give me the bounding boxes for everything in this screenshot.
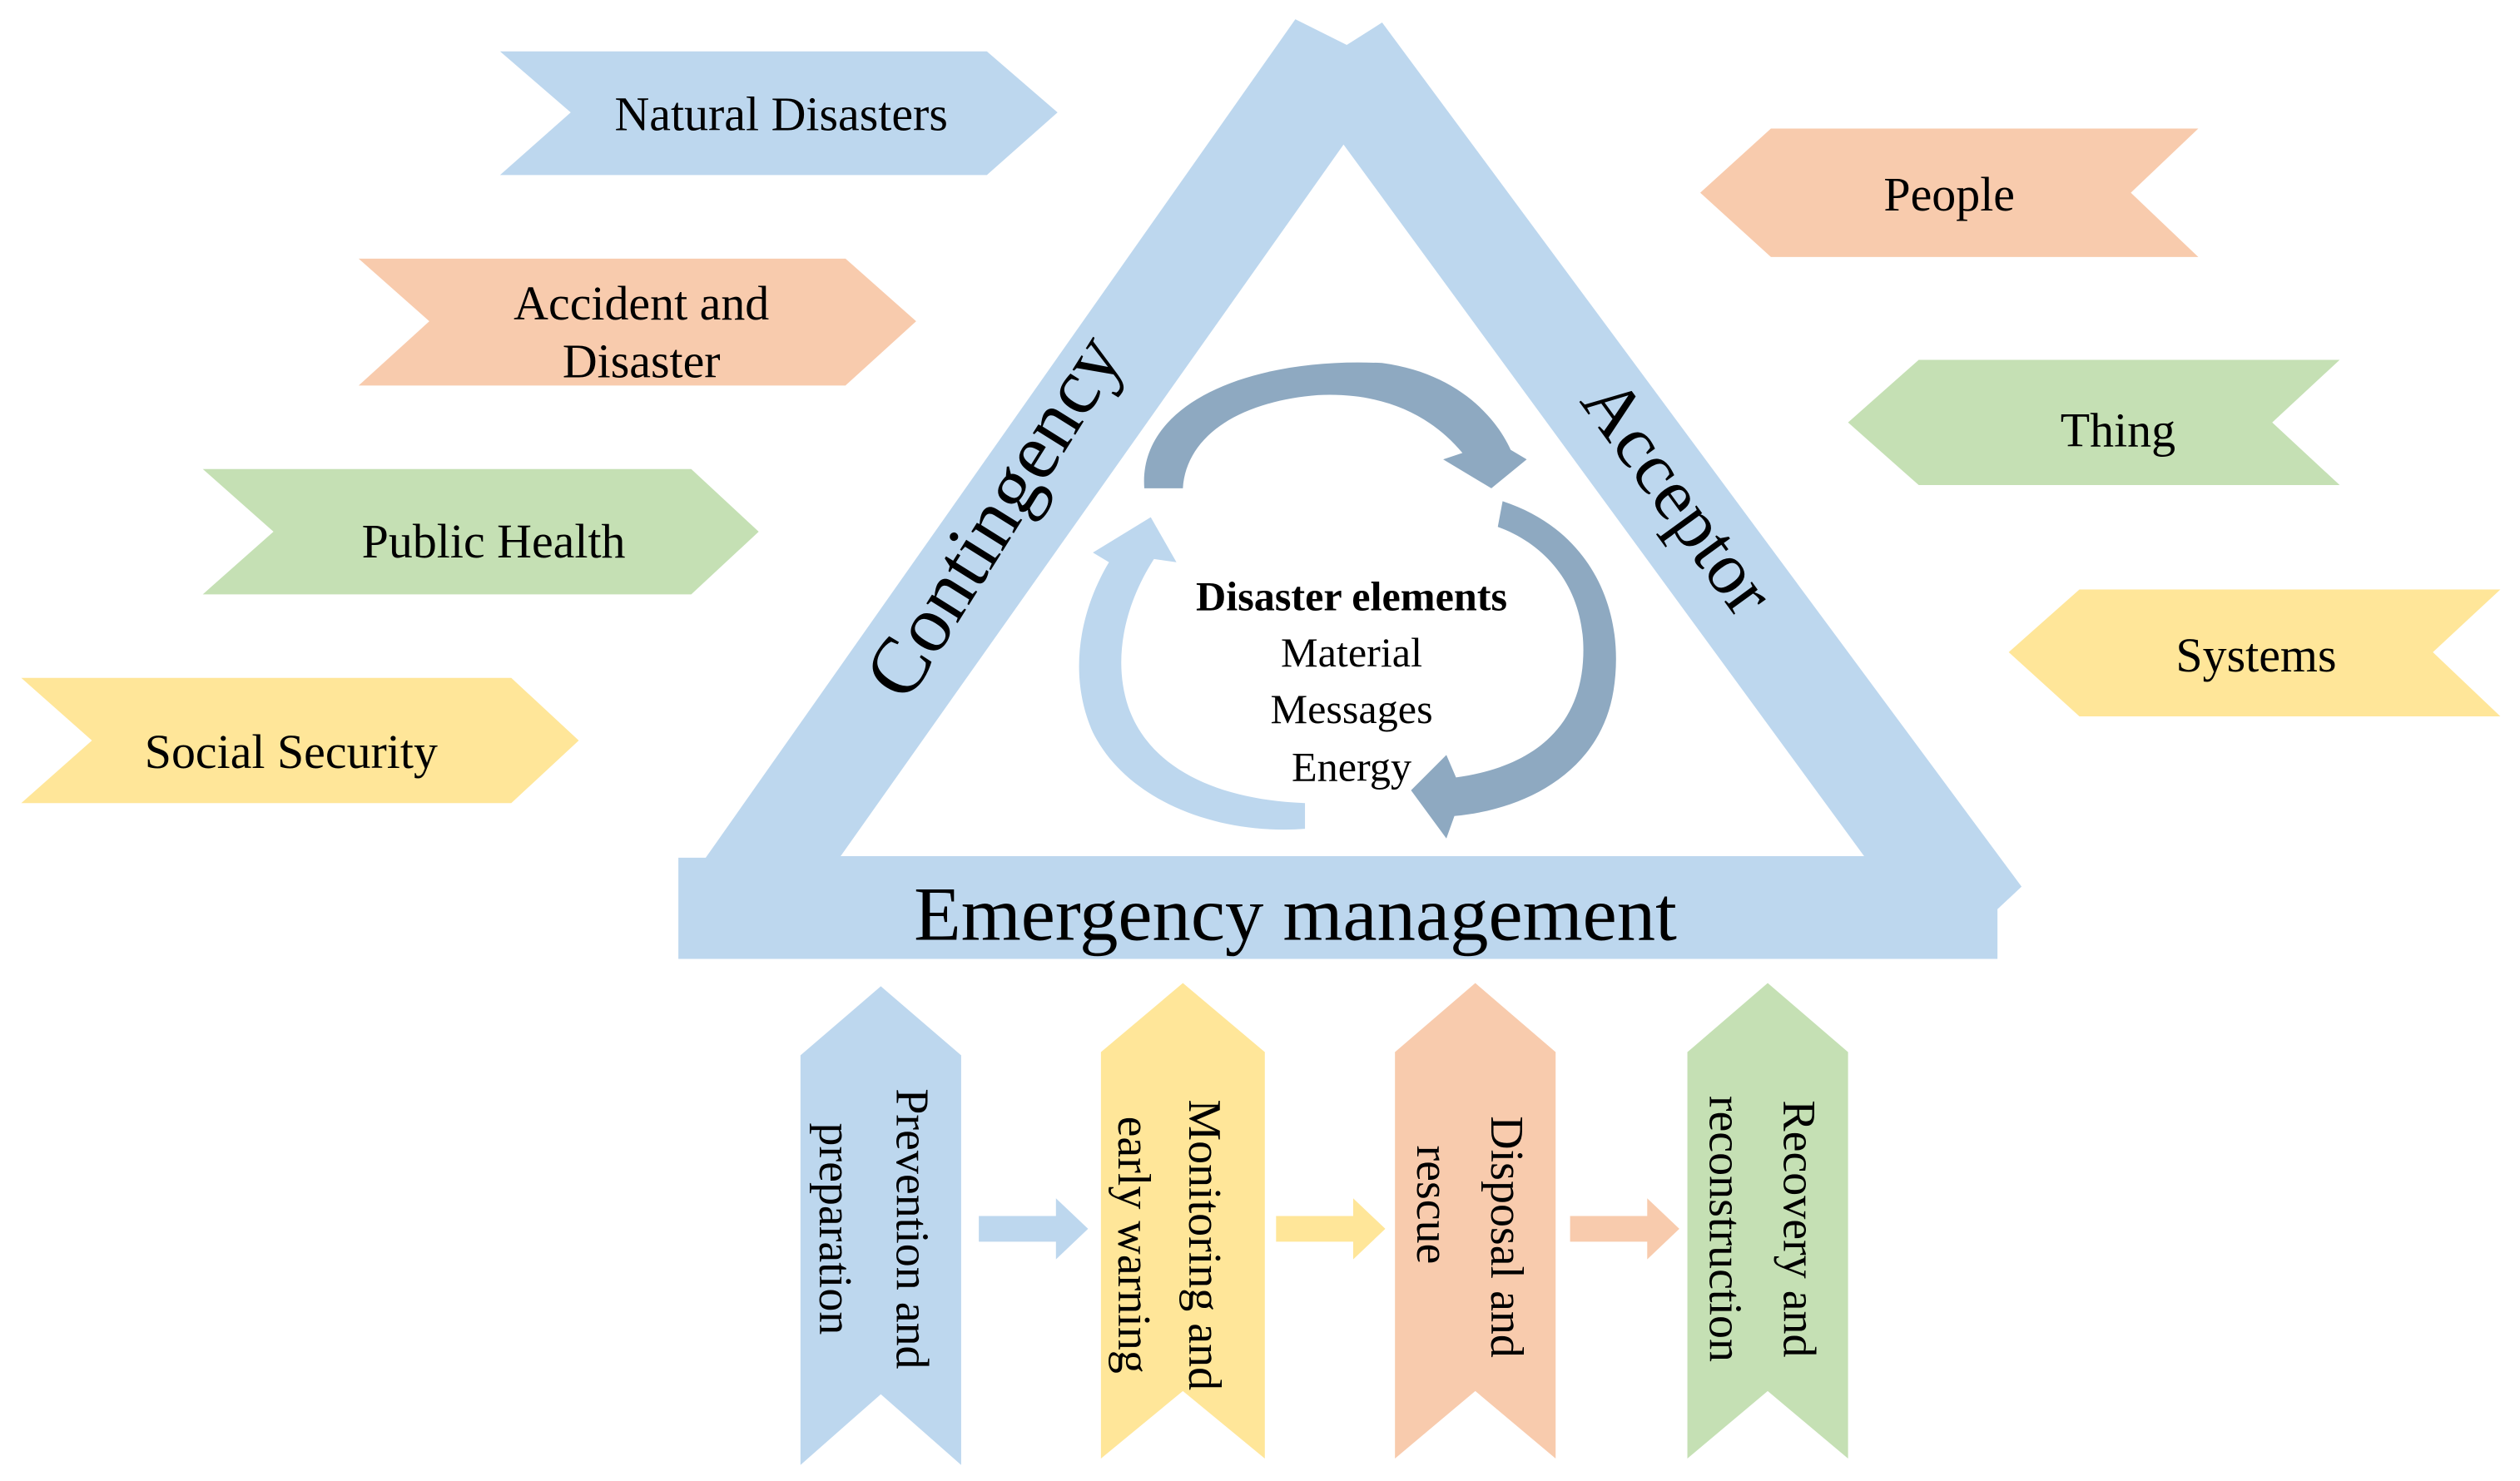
stage-label: early warning [1108,1117,1159,1374]
disaster-element-item: Material [1281,629,1422,676]
stage-arrows [979,1198,1679,1260]
hazard-accident-and-disaster: Accident and Disaster [358,258,916,389]
acceptor-people: People [1699,128,2199,257]
hazard-chevrons: Natural Disasters Accident and Disaster … [21,51,1058,804]
stage-label: rescue [1406,1145,1458,1264]
disaster-element-item: Messages [1270,686,1432,732]
acceptor-chevrons: People Thing Systems [1699,128,2501,717]
chevron-shape [202,468,759,595]
disaster-element-item: Energy [1292,743,1411,790]
disaster-elements: Disaster elements Material Messages Ener… [1196,573,1507,790]
stage-recovery-and-reconstruction: Recovery and reconstruction [1687,983,1848,1459]
chevron-shape [21,677,579,804]
stage-arrow [1276,1198,1386,1260]
stage-disposal-and-rescue: Disposal and rescue [1395,983,1556,1459]
chevron-shape [1848,359,2340,486]
chevron-shape [1100,983,1265,1459]
stage-arrow [1570,1198,1679,1260]
stage-prevention-and-preparation: Prevention and preparation [800,986,961,1465]
cycle-arrow-left [1079,517,1306,830]
hazard-label: Natural Disasters [614,87,947,141]
triangle-frame [678,19,2022,959]
stage-label: Monitoring and [1178,1099,1230,1390]
cycle-arrows [1079,362,1616,839]
stage-label: Prevention and [886,1088,938,1369]
stage-label: Disposal and [1481,1116,1532,1358]
hazard-natural-disasters: Natural Disasters [499,51,1058,176]
chevron-shape [1687,983,1848,1459]
hazard-label: Accident and [513,276,769,330]
hazard-label: Public Health [362,514,626,568]
chevron-shape [499,51,1058,176]
acceptor-systems: Systems [2008,589,2501,717]
chevron-shape [1395,983,1556,1459]
hazard-public-health: Public Health [202,468,759,595]
cycle-arrow-top [1143,362,1527,488]
acceptor-thing: Thing [1848,359,2340,486]
emergency-management-label: Emergency management [914,871,1677,957]
stage-arrow [979,1198,1089,1260]
stage-chevrons: Prevention and preparation Monitoring an… [800,983,1848,1465]
stage-label: reconstruction [1699,1096,1751,1362]
hazard-label: Social Security [145,725,438,779]
triangle-body [678,19,2022,959]
chevron-shape [1699,128,2199,257]
stage-label: preparation [809,1122,861,1335]
acceptor-label-text: Thing [2061,404,2175,458]
hazard-label: Disaster [563,334,721,389]
disaster-elements-title: Disaster elements [1196,573,1507,620]
acceptor-label-text: Systems [2175,628,2336,682]
cycle-arrow-right [1411,501,1616,839]
chevron-shape [2008,589,2501,717]
chevron-shape [800,986,961,1465]
stage-monitoring-and-early-warning: Monitoring and early warning [1100,983,1265,1459]
chevron-shape [358,258,916,386]
stage-label: Recovery and [1773,1100,1824,1357]
hazard-social-security: Social Security [21,677,579,804]
acceptor-label-text: People [1883,167,2015,221]
